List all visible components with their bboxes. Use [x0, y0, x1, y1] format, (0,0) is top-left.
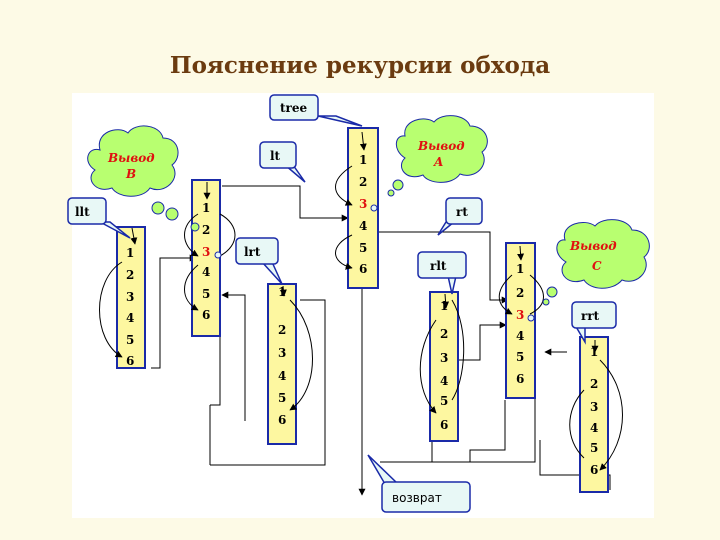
rrt-line-4: 4	[590, 421, 598, 435]
rrt-line-3: 3	[590, 400, 598, 414]
callout-rt: rt	[437, 197, 483, 236]
cloud-b-line-1: Вывод	[107, 151, 155, 165]
label-return: возврат	[392, 491, 442, 505]
lt-line-1: 1	[202, 201, 210, 215]
label-lrt: lrt	[244, 245, 261, 259]
lrt-line-4: 4	[278, 369, 286, 383]
frame-numbers: 1 2 3 4 5 6 1 2 3 4 5 6 1 2 3 4 5 6 1 2 …	[126, 153, 598, 477]
tree-line-6: 6	[359, 262, 367, 276]
label-rrt: rrt	[581, 309, 600, 323]
cloud-b-line-2: B	[125, 167, 136, 181]
numbers-rt: 1 2 3 4 5 6	[516, 262, 524, 386]
tree-line-5: 5	[359, 241, 367, 255]
page-title: Пояснение рекурсии обхода	[169, 52, 551, 79]
callout-return: возврат	[367, 454, 471, 513]
lrt-line-6: 6	[278, 413, 286, 427]
frame-rlt	[429, 291, 459, 442]
lrt-line-3: 3	[278, 346, 286, 360]
rrt-line-6: 6	[590, 463, 598, 477]
frame-lrt	[267, 283, 297, 445]
rlt-line-4: 4	[440, 374, 448, 388]
callouts: tree lt llt lrt rt rlt	[67, 94, 617, 513]
rlt-line-6: 6	[440, 418, 448, 432]
rt-line-6: 6	[516, 372, 524, 386]
label-lt: lt	[270, 149, 281, 163]
lt-line-6: 6	[202, 308, 210, 322]
rrt-line-2: 2	[590, 377, 598, 391]
rt-line-1: 1	[516, 262, 524, 276]
lt-line-5: 5	[202, 287, 210, 301]
rlt-line-5: 5	[440, 394, 448, 408]
numbers-tree: 1 2 3 4 5 6	[359, 153, 367, 276]
rlt-line-2: 2	[440, 327, 448, 341]
clouds: Вывод B Вывод A Вывод C	[87, 115, 650, 306]
callout-llt: llt	[67, 197, 131, 239]
entry-arrows	[130, 131, 599, 353]
cloud-c-line-2: C	[592, 259, 602, 273]
callout-lrt: lrt	[235, 237, 283, 285]
llt-line-2: 2	[126, 268, 134, 282]
cloud-output-c: Вывод C	[542, 219, 650, 306]
label-llt: llt	[75, 205, 90, 219]
llt-line-5: 5	[126, 333, 134, 347]
llt-line-1: 1	[126, 246, 134, 260]
tree-line-4: 4	[359, 219, 367, 233]
cloud-c-line-1: Вывод	[569, 239, 617, 253]
return-arcs	[99, 165, 623, 471]
tree-line-3: 3	[359, 197, 367, 211]
tree-line-2: 2	[359, 175, 367, 189]
callout-tree: tree	[269, 94, 363, 127]
cloud-output-a: Вывод A	[387, 115, 488, 197]
rt-line-4: 4	[516, 329, 524, 343]
numbers-lt: 1 2 3 4 5 6	[202, 201, 210, 322]
lrt-line-1: 1	[278, 285, 286, 299]
callout-rrt: rrt	[571, 301, 617, 345]
label-tree: tree	[280, 101, 308, 115]
numbers-llt: 1 2 3 4 5 6	[126, 246, 134, 368]
rlt-line-1: 1	[440, 299, 448, 313]
llt-line-3: 3	[126, 290, 134, 304]
cloud-a-line-2: A	[433, 155, 443, 169]
rrt-line-1: 1	[590, 345, 598, 359]
frame-llt	[116, 226, 146, 369]
connector-lines	[151, 185, 611, 496]
rt-line-3: 3	[516, 308, 524, 322]
lrt-line-2: 2	[278, 323, 286, 337]
frames	[116, 127, 609, 493]
small-circles	[214, 204, 535, 322]
tree-line-1: 1	[359, 153, 367, 167]
lt-line-2: 2	[202, 223, 210, 237]
lrt-line-5: 5	[278, 391, 286, 405]
callout-rlt: rlt	[417, 251, 467, 295]
llt-line-4: 4	[126, 311, 134, 325]
rrt-line-5: 5	[590, 441, 598, 455]
rt-line-2: 2	[516, 286, 524, 300]
lt-line-4: 4	[202, 265, 210, 279]
callout-lt: lt	[259, 141, 306, 183]
lt-line-3: 3	[202, 245, 210, 259]
cloud-output-b: Вывод B	[87, 125, 200, 232]
label-rlt: rlt	[430, 259, 447, 273]
llt-line-6: 6	[126, 354, 134, 368]
label-rt: rt	[456, 205, 468, 219]
cloud-a-line-1: Вывод	[417, 139, 465, 153]
rlt-line-3: 3	[440, 351, 448, 365]
rt-line-5: 5	[516, 350, 524, 364]
